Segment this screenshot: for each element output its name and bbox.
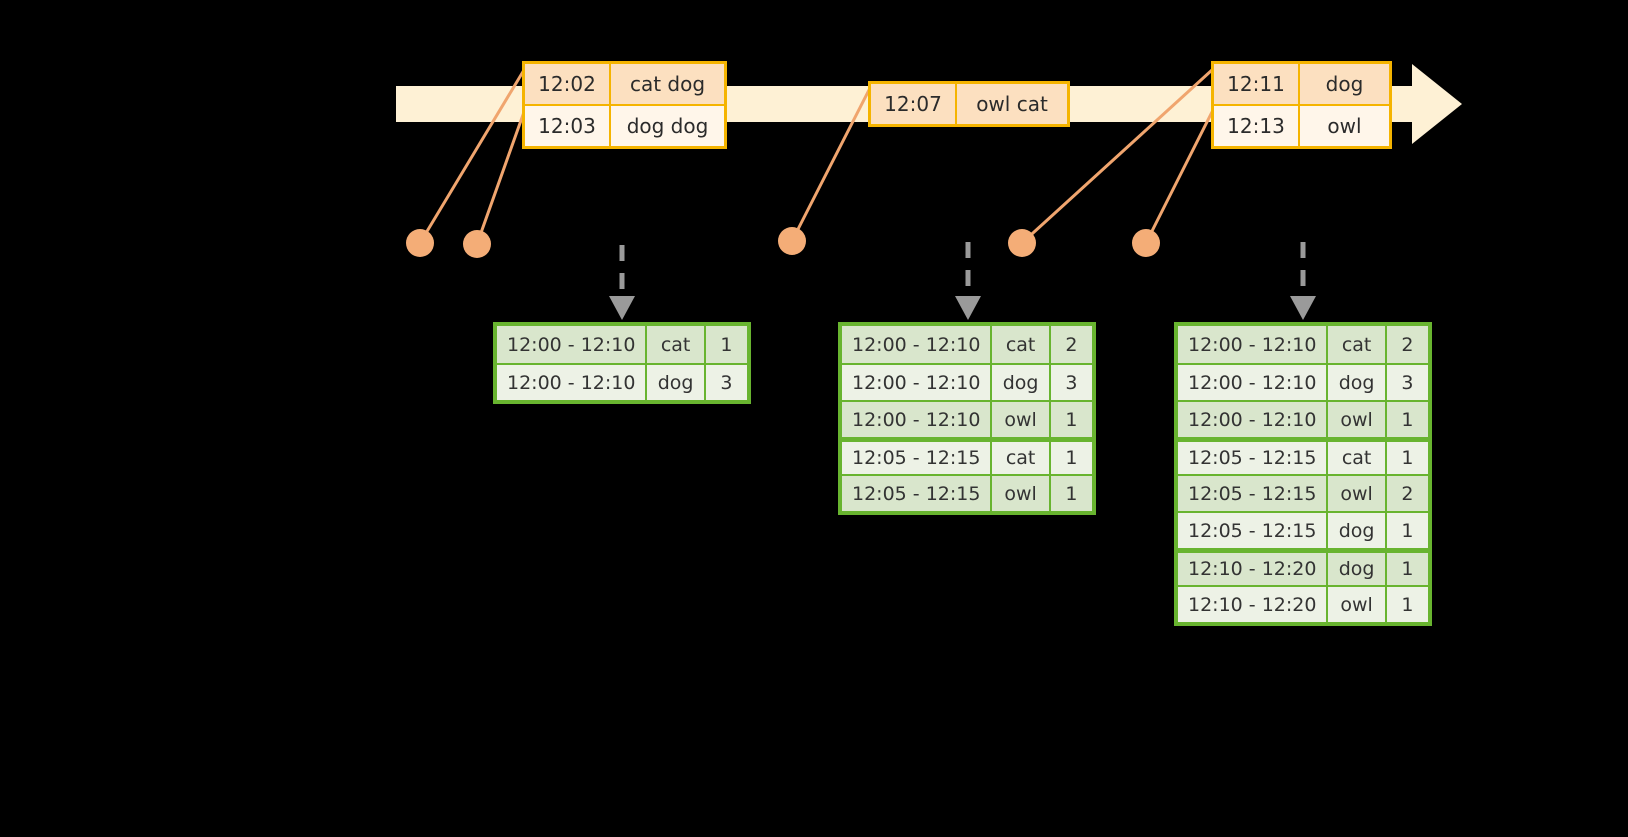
cell-count: 3 bbox=[1386, 365, 1428, 400]
cell-count: 1 bbox=[1386, 553, 1428, 585]
cell-window: 12:05 - 12:15 bbox=[1178, 476, 1329, 511]
cell-key: owl bbox=[992, 402, 1051, 437]
cell-key: owl bbox=[1328, 402, 1387, 437]
cell-window: 12:05 - 12:15 bbox=[842, 442, 993, 474]
cell-count: 1 bbox=[1050, 476, 1092, 511]
event-dot-3 bbox=[778, 227, 806, 255]
event-card-3[interactable]: 12:11 dog 12:13 owl bbox=[1211, 61, 1392, 149]
event-card-1[interactable]: 12:02 cat dog 12:03 dog dog bbox=[522, 61, 727, 149]
cell-window: 12:00 - 12:10 bbox=[1178, 365, 1329, 400]
event-row[interactable]: 12:11 dog bbox=[1214, 64, 1389, 104]
cell-key: cat bbox=[992, 326, 1051, 363]
cell-key: cat bbox=[647, 326, 706, 363]
event-row[interactable]: 12:02 cat dog bbox=[525, 64, 724, 104]
emit-arrow-2 bbox=[955, 242, 981, 320]
cell-window: 12:00 - 12:10 bbox=[842, 326, 993, 363]
event-dot-5 bbox=[1132, 229, 1160, 257]
event-dot-4 bbox=[1008, 229, 1036, 257]
cell-count: 3 bbox=[705, 365, 747, 400]
cell-count: 1 bbox=[1050, 402, 1092, 437]
event-payload: cat dog bbox=[611, 64, 724, 104]
cell-key: cat bbox=[992, 442, 1051, 474]
event-row[interactable]: 12:03 dog dog bbox=[525, 104, 724, 146]
cell-count: 3 bbox=[1050, 365, 1092, 400]
cell-count: 2 bbox=[1050, 326, 1092, 363]
event-payload: owl cat bbox=[957, 84, 1067, 124]
cell-key: dog bbox=[992, 365, 1051, 400]
cell-count: 2 bbox=[1386, 476, 1428, 511]
cell-window: 12:00 - 12:10 bbox=[497, 365, 648, 400]
event-payload: dog bbox=[1300, 64, 1389, 104]
cell-count: 1 bbox=[1386, 587, 1428, 622]
cell-window: 12:00 - 12:10 bbox=[842, 365, 993, 400]
cell-key: cat bbox=[1328, 442, 1387, 474]
event-row[interactable]: 12:07 owl cat bbox=[871, 84, 1067, 124]
event-dot-1 bbox=[406, 229, 434, 257]
event-time: 12:07 bbox=[871, 84, 957, 124]
emit-arrow-3 bbox=[1290, 242, 1316, 320]
cell-key: dog bbox=[647, 365, 706, 400]
cell-window: 12:00 - 12:10 bbox=[1178, 326, 1329, 363]
cell-window: 12:05 - 12:15 bbox=[842, 476, 993, 511]
event-time: 12:13 bbox=[1214, 106, 1300, 146]
cell-count: 1 bbox=[1386, 513, 1428, 548]
cell-count: 1 bbox=[1386, 442, 1428, 474]
cell-count: 2 bbox=[1386, 326, 1428, 363]
cell-window: 12:10 - 12:20 bbox=[1178, 553, 1329, 585]
emit-arrows bbox=[609, 242, 1316, 320]
emit-arrow-1 bbox=[609, 245, 635, 320]
cell-window: 12:00 - 12:10 bbox=[1178, 402, 1329, 437]
cell-count: 1 bbox=[1050, 442, 1092, 474]
event-dots bbox=[406, 227, 1160, 258]
cell-window: 12:00 - 12:10 bbox=[497, 326, 648, 363]
event-payload: owl bbox=[1300, 106, 1389, 146]
cell-key: dog bbox=[1328, 365, 1387, 400]
cell-window: 12:00 - 12:10 bbox=[842, 402, 993, 437]
event-time: 12:11 bbox=[1214, 64, 1300, 104]
cell-window: 12:05 - 12:15 bbox=[1178, 513, 1329, 548]
event-time: 12:02 bbox=[525, 64, 611, 104]
cell-key: owl bbox=[992, 476, 1051, 511]
cell-key: dog bbox=[1328, 553, 1387, 585]
cell-key: dog bbox=[1328, 513, 1387, 548]
cell-count: 1 bbox=[705, 326, 747, 363]
event-card-2[interactable]: 12:07 owl cat bbox=[868, 81, 1070, 127]
cell-key: owl bbox=[1328, 476, 1387, 511]
cell-key: cat bbox=[1328, 326, 1387, 363]
event-row[interactable]: 12:13 owl bbox=[1214, 104, 1389, 146]
event-time: 12:03 bbox=[525, 106, 611, 146]
cell-count: 1 bbox=[1386, 402, 1428, 437]
cell-window: 12:05 - 12:15 bbox=[1178, 442, 1329, 474]
event-payload: dog dog bbox=[611, 106, 724, 146]
cell-window: 12:10 - 12:20 bbox=[1178, 587, 1329, 622]
cell-key: owl bbox=[1328, 587, 1387, 622]
event-dot-2 bbox=[463, 230, 491, 258]
